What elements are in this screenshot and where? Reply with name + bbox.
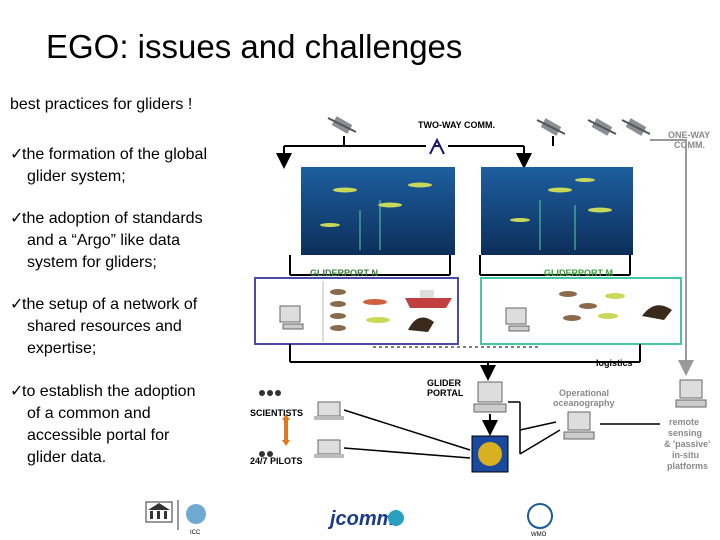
check-icon: ✓	[10, 383, 24, 400]
check-icon: ✓	[10, 210, 24, 227]
unesco-logo	[145, 501, 173, 523]
ioc-logo	[186, 504, 206, 524]
satellite-icon	[536, 118, 566, 136]
remote-label-1: remote	[669, 417, 699, 427]
laptop-icon	[314, 439, 344, 458]
bullet-portal: ✓to establish the adoption of a common a…	[10, 383, 196, 466]
scientists-label: SCIENTISTS	[250, 408, 303, 418]
glider-portal-label-2: PORTAL	[427, 388, 464, 398]
bullet-network: ✓the setup of a network of shared resour…	[10, 296, 198, 357]
pilots-label: 24/7 PILOTS	[250, 456, 303, 466]
people-icon	[259, 390, 281, 457]
laptop-icon	[314, 401, 344, 420]
one-way-comm-line	[650, 139, 694, 376]
glider-portal-label-1: GLIDER	[427, 378, 462, 388]
operational-label-2: oceanography	[553, 398, 615, 408]
computer-icon	[675, 379, 707, 408]
orange-double-arrow	[282, 414, 290, 446]
satellite-icon	[327, 116, 357, 134]
computer-icon	[505, 307, 530, 332]
satellite-icon	[621, 118, 651, 136]
satellite-icon	[587, 118, 617, 136]
remote-label-3: & 'passive'	[664, 439, 710, 449]
check-icon: ✓	[10, 296, 24, 313]
remote-label-2: sensing	[668, 428, 702, 438]
two-way-comm-label: TWO-WAY COMM.	[418, 120, 495, 130]
jcomm-logo: jcomm	[327, 508, 394, 530]
portal-computer-icon	[473, 381, 507, 413]
computer-icon	[279, 305, 304, 330]
ship-icon	[405, 290, 452, 308]
gliderport-n-label: GLIDERPORT N	[310, 268, 378, 278]
slide-subtitle: best practices for gliders !	[10, 96, 193, 113]
one-way-comm-label-1: ONE-WAY	[668, 130, 710, 140]
remote-label-4: in-situ	[672, 450, 699, 460]
wmo-logo	[527, 503, 553, 529]
bullet-global-system: ✓the formation of the global glider syst…	[10, 146, 208, 185]
computer-icon	[563, 411, 595, 440]
gliderport-m-label: GLIDERPORT M	[544, 268, 613, 278]
remote-label-5: platforms	[667, 461, 708, 471]
bullet-standards: ✓the adoption of standards and a “Argo” …	[10, 210, 203, 271]
ocean-scene-n	[301, 167, 455, 255]
wmo-label: WMO	[531, 532, 547, 538]
operational-label-1: Operational	[559, 388, 609, 398]
slide-title: EGO: issues and challenges	[46, 28, 463, 65]
one-way-comm-label-2: COMM.	[674, 140, 705, 150]
check-icon: ✓	[10, 146, 24, 163]
icc-label: ICC	[190, 530, 201, 536]
